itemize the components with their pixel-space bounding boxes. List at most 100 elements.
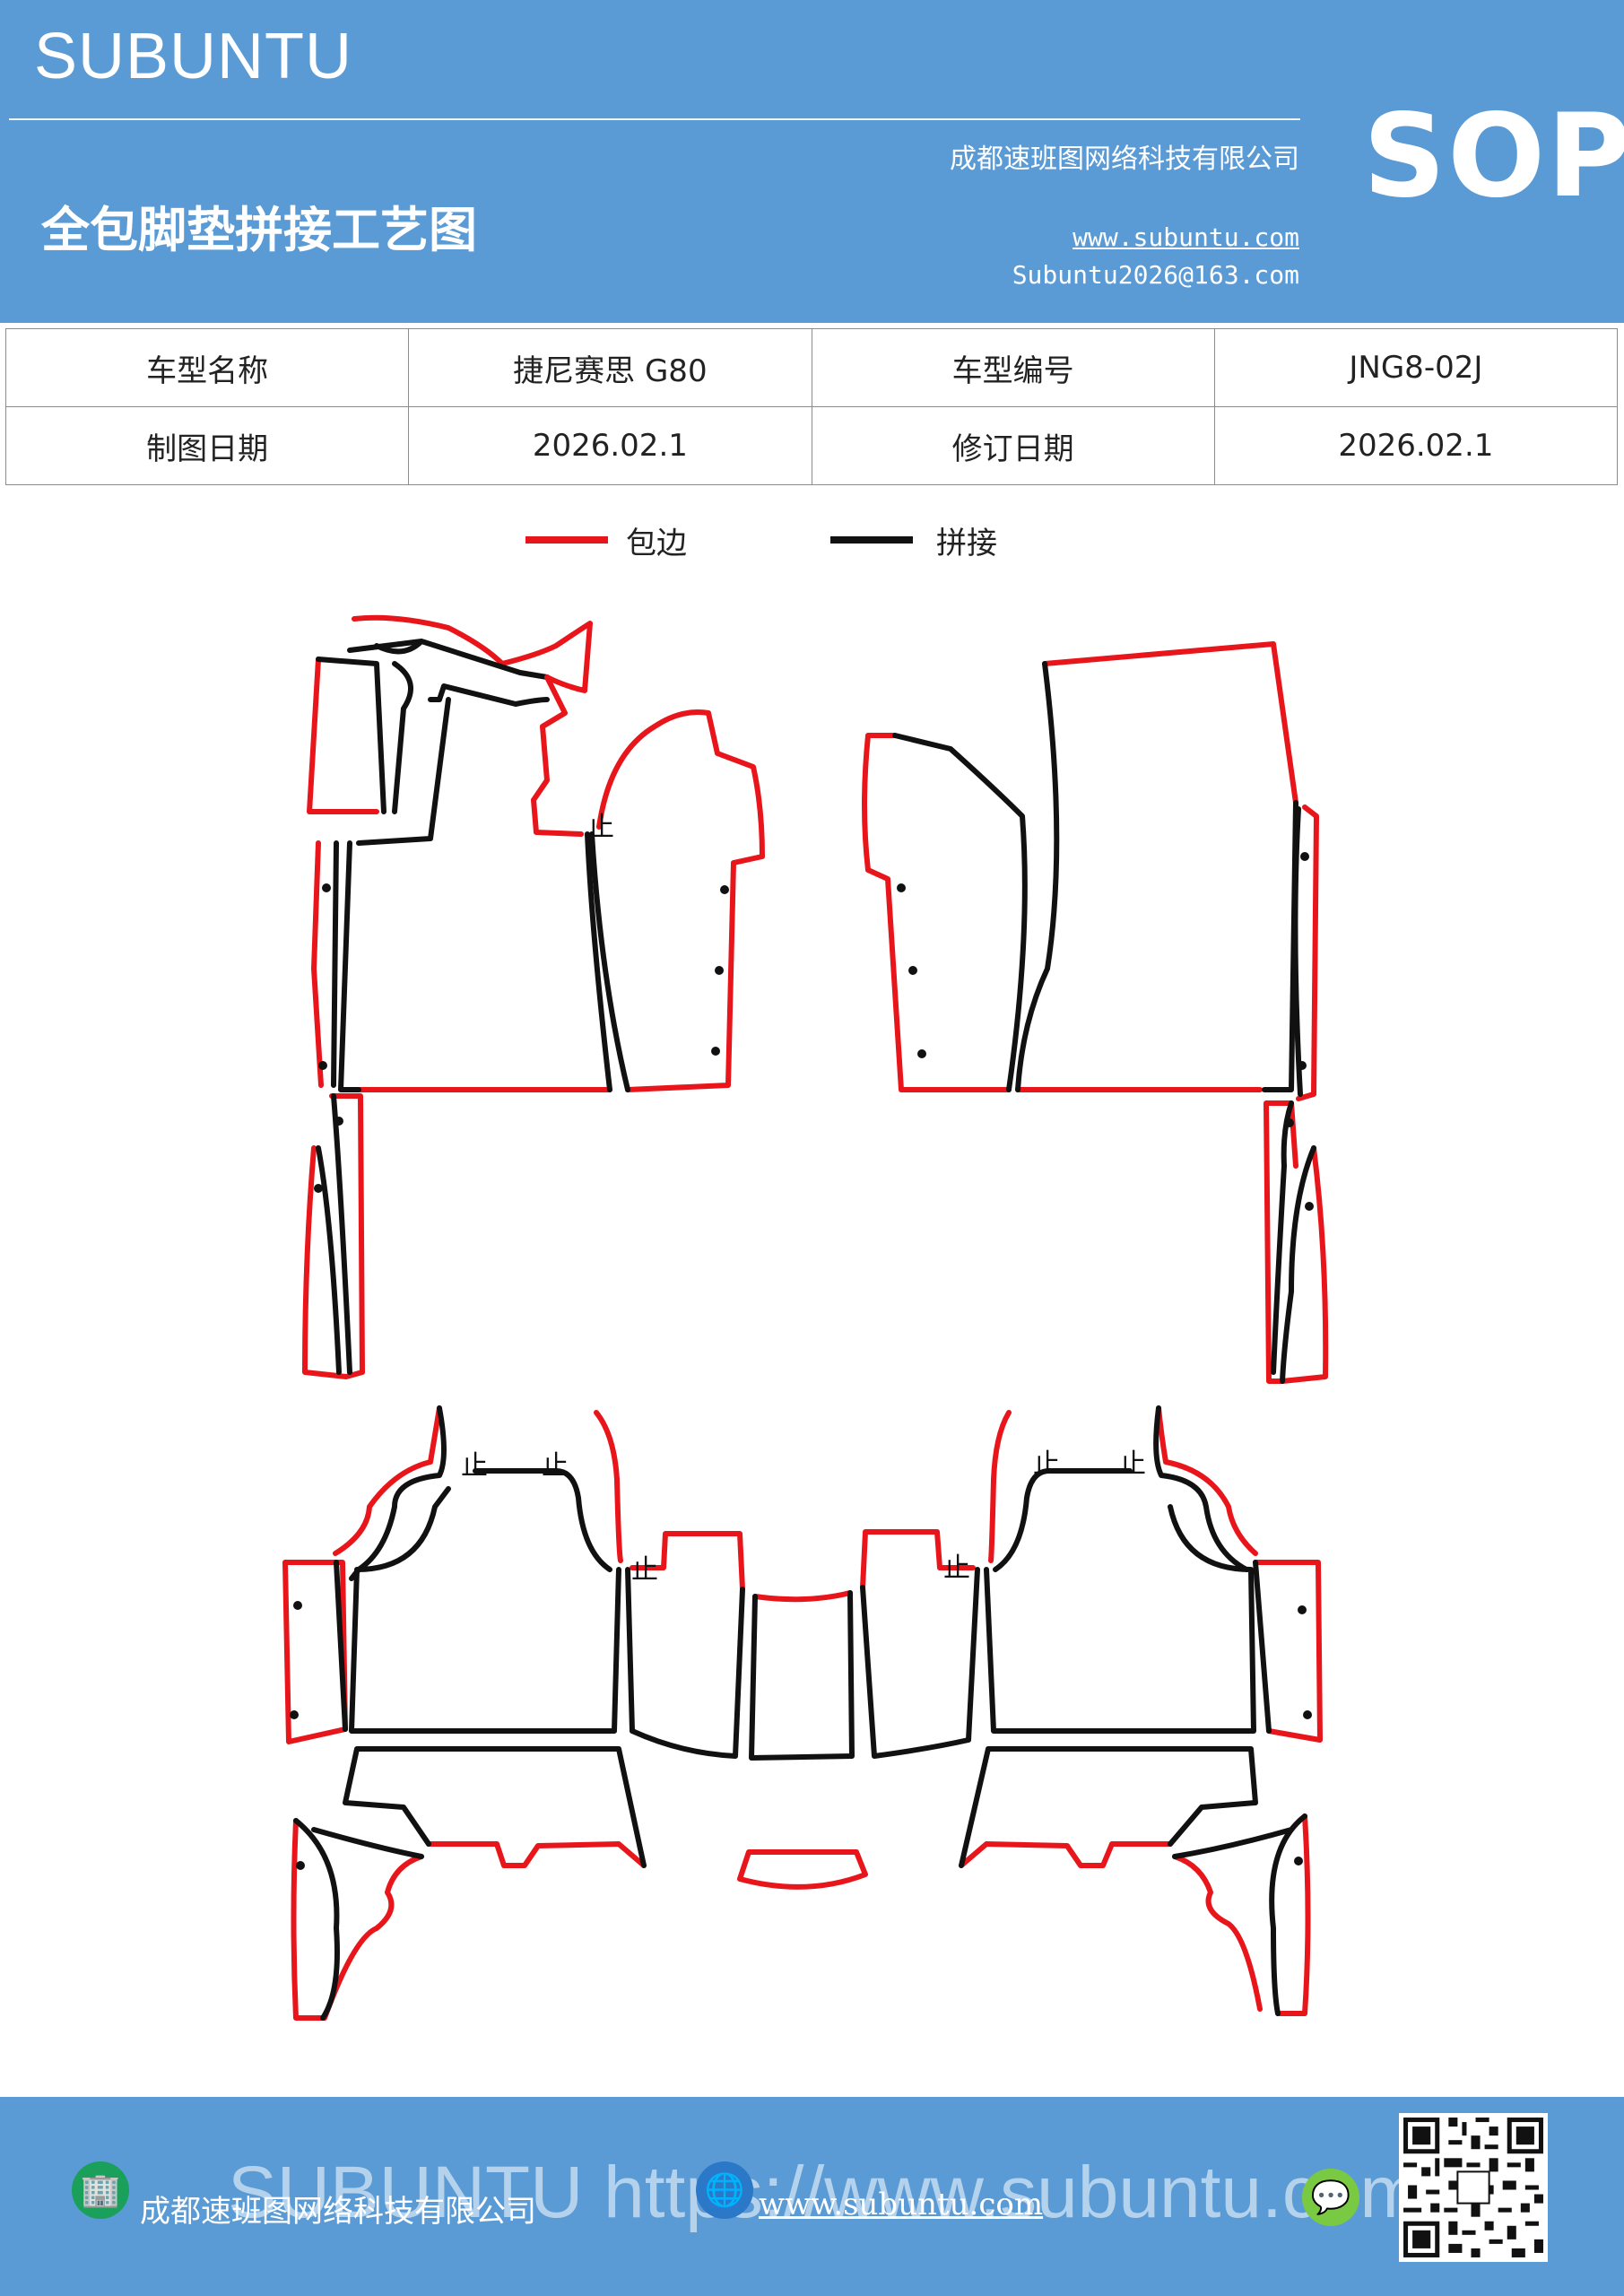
stop-mark: 止	[1119, 1448, 1146, 1480]
rear-right-front-edge	[959, 1841, 1173, 1868]
front-left-main-seam	[338, 683, 612, 1092]
stop-mark: 止	[542, 1450, 569, 1482]
draw-date-label: 制图日期	[4, 406, 410, 485]
rear-center-tunnel-seam	[749, 1590, 855, 1761]
rear-center-left-pad	[630, 1531, 745, 1592]
legend-seam-label: 拼接	[936, 526, 997, 561]
rear-left-front-edge	[426, 1841, 647, 1868]
company-name: 成都速班图网络科技有限公司	[950, 144, 1299, 175]
rear-left-corner-piece	[291, 1818, 424, 2021]
fastener-dot	[897, 883, 906, 892]
rear-left-upper-guard	[333, 1405, 623, 1563]
fastener-dot	[1303, 1710, 1312, 1719]
rear-left-mat-group	[282, 1405, 647, 2021]
stop-mark: 止	[631, 1554, 658, 1586]
brand-name: SUBUNTU	[34, 21, 353, 92]
model-name-label: 车型名称	[4, 328, 410, 407]
fastener-dot	[314, 1184, 323, 1193]
front-right-side-strip	[1296, 804, 1319, 1101]
fastener-dot	[1285, 1118, 1294, 1127]
rear-right-outer-panel	[1253, 1560, 1323, 1743]
fastener-dot	[1298, 1061, 1307, 1070]
table-row: 制图日期 2026.02.1 修订日期 2026.02.1	[4, 406, 1619, 485]
stop-marks: 止 止 止 止 止 止 止	[461, 812, 1146, 1586]
front-right-pedal-pad	[862, 733, 1012, 1092]
fastener-dot	[720, 885, 729, 894]
website-link[interactable]: www.subuntu.com	[1073, 222, 1299, 252]
front-left-main-mat	[356, 674, 612, 1092]
front-right-lower-strip-seam	[1271, 1100, 1316, 1384]
front-right-mat-group	[862, 641, 1329, 1384]
front-left-mat-group	[302, 614, 765, 1379]
stop-mark: 止	[943, 1552, 970, 1584]
fastener-dot	[293, 1601, 302, 1610]
fastener-dot	[290, 1710, 299, 1719]
front-left-upper-panel	[307, 657, 379, 814]
model-code-label: 车型编号	[811, 328, 1215, 407]
footer-website-link[interactable]: www.subuntu.com	[759, 2187, 1044, 2222]
sop-badge: SOP	[1363, 90, 1624, 223]
email-address: Subuntu2026@163.com	[1012, 260, 1299, 290]
rear-right-corner-seam	[1172, 1813, 1307, 2016]
front-left-upper-panel-seam	[316, 657, 413, 814]
floor-mat-diagram: 止 止 止 止 止 止 止	[282, 614, 1329, 2021]
footer-banner: SUBUNTU https://www.subuntu.com 🏢 成都速班图网…	[0, 2097, 1624, 2296]
info-table: 车型名称 捷尼赛思 G80 车型编号 JNG8-02J 制图日期 2026.02…	[4, 328, 1619, 485]
fastener-dot	[917, 1049, 926, 1058]
legend-edge-swatch	[525, 536, 608, 544]
draw-date-value: 2026.02.1	[408, 406, 812, 485]
rear-right-upper-guard-seam	[993, 1405, 1249, 1572]
building-icon: 🏢	[72, 2161, 129, 2219]
fastener-dot	[334, 1117, 343, 1126]
front-right-side-strip-seam	[1292, 806, 1303, 1097]
rear-center-front-piece	[737, 1849, 868, 1890]
front-right-main-seam	[1015, 661, 1298, 1092]
front-right-pedal-seam	[892, 733, 1028, 1092]
rear-left-upper-guard-seam	[349, 1405, 612, 1581]
footer-company: 成都速班图网络科技有限公司	[140, 2194, 536, 2230]
header-banner: SUBUNTU 全包脚垫拼接工艺图 成都速班图网络科技有限公司 www.subu…	[0, 0, 1624, 323]
globe-icon: 🌐	[696, 2161, 753, 2219]
fastener-dot	[1298, 1605, 1307, 1614]
fastener-dot	[296, 1861, 305, 1870]
rear-left-seat-mat	[349, 1486, 621, 1734]
rear-center-group	[625, 1529, 980, 1890]
front-left-side-strip	[311, 840, 324, 1088]
legend-edge-label: 包边	[626, 526, 687, 561]
model-name-value: 捷尼赛思 G80	[408, 328, 812, 407]
rear-left-outer-seam	[334, 1560, 348, 1732]
fastener-dot	[1294, 1857, 1303, 1866]
rear-center-right-pad	[860, 1529, 976, 1590]
rear-right-front-seam	[959, 1746, 1258, 1868]
fastener-dot	[1305, 1202, 1314, 1211]
rear-right-upper-guard	[988, 1405, 1258, 1563]
qr-code-icon	[1399, 2113, 1548, 2262]
rear-center-left-seam	[625, 1567, 745, 1759]
rear-right-corner-piece	[1172, 1813, 1311, 2016]
front-left-top-strip	[352, 614, 593, 693]
wechat-icon: 💬	[1302, 2169, 1359, 2226]
rear-right-mat-group	[959, 1405, 1323, 2016]
fastener-points	[290, 852, 1314, 1870]
revise-date-label: 修订日期	[811, 406, 1215, 485]
rear-right-outer-seam	[1253, 1560, 1272, 1734]
fastener-dot	[908, 966, 917, 975]
front-left-side-strip-seam	[331, 840, 339, 1088]
fastener-dot	[711, 1047, 720, 1056]
rear-right-seat-mat	[984, 1504, 1256, 1734]
page-title: 全包脚垫拼接工艺图	[41, 202, 477, 258]
fastener-dot	[715, 966, 724, 975]
front-right-main-mat	[1015, 641, 1298, 1092]
table-row: 车型名称 捷尼赛思 G80 车型编号 JNG8-02J	[4, 328, 1619, 407]
fastener-dot	[318, 1061, 327, 1070]
rear-left-corner-seam	[293, 1818, 424, 2021]
legend-seam-swatch	[830, 536, 913, 544]
fastener-dot	[1300, 852, 1309, 861]
stop-mark: 止	[461, 1450, 488, 1482]
rear-left-front-seam	[343, 1746, 647, 1868]
model-code-value: JNG8-02J	[1213, 328, 1619, 407]
front-left-top-strip-seam	[347, 639, 550, 680]
header-divider	[9, 118, 1300, 120]
fastener-dot	[322, 883, 331, 892]
legend: 包边 拼接	[0, 518, 1624, 572]
